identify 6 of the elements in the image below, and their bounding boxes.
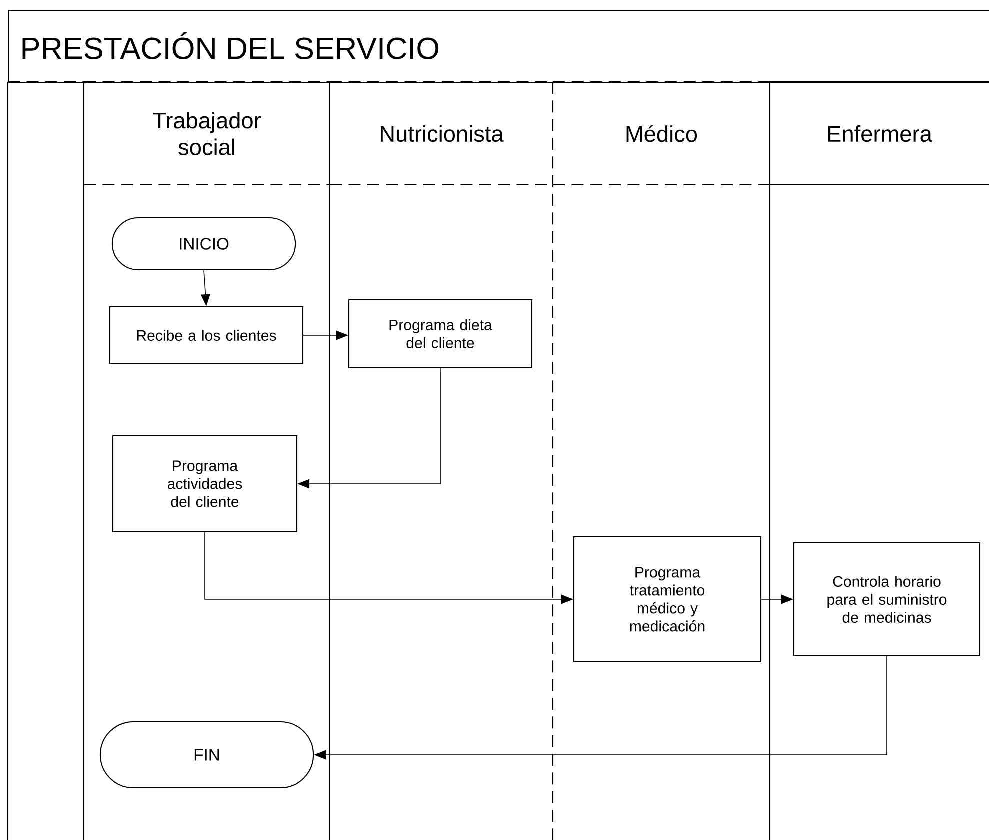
- process-box: Programa tratamiento médico y medicación: [573, 536, 762, 663]
- title: PRESTACIÓN DEL SERVICIO: [22, 32, 439, 60]
- process-box: Controla horario para el suministro de medicinas: [793, 542, 981, 657]
- process-box: Recibe a los clientes: [109, 306, 304, 365]
- process-box: Programa dieta del cliente: [348, 299, 533, 369]
- process-box: Programa actividades del cliente: [112, 435, 298, 533]
